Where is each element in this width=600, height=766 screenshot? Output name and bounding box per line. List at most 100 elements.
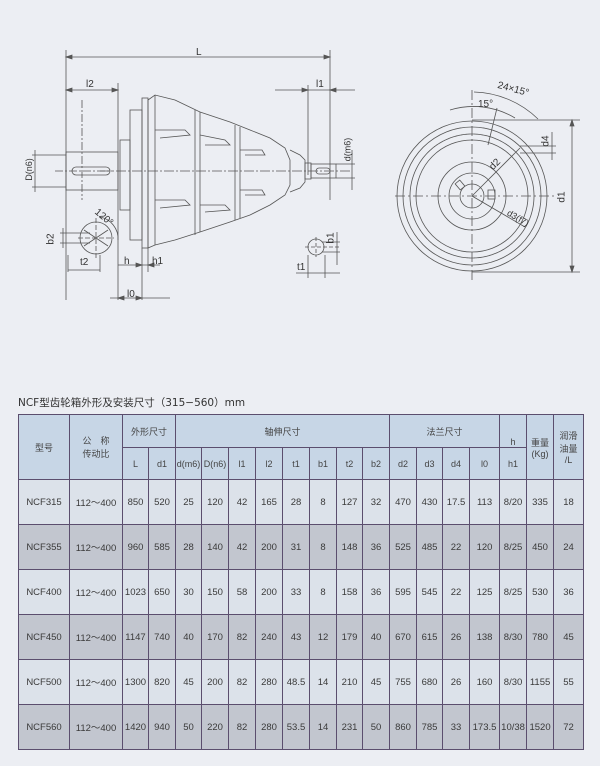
cell-l0: 125 [469,569,501,615]
cell-d1: 520 [147,479,177,525]
cell-l0: 120 [469,524,501,570]
cell-d3: 545 [416,569,444,615]
cell-d1: 940 [147,704,177,750]
cell-b1: 14 [309,659,338,705]
header-l0: l0 [469,447,501,480]
header-l2: l2 [255,447,284,480]
cell-d2: 670 [389,614,418,660]
cell-d2: 595 [389,569,418,615]
label-t1: t1 [297,262,306,273]
header-t2: t2 [336,447,364,480]
cell-l1: 58 [228,569,257,615]
cell-L: 1023 [122,569,149,615]
cell-oil: 36 [553,569,585,615]
cell-weight: 1155 [526,659,555,705]
header-model: 型号 [18,414,70,480]
cell-b2: 36 [362,569,391,615]
cell-t1: 28 [282,479,311,525]
cell-b2: 40 [362,614,391,660]
header-weight-line2: (Kg) [531,448,549,459]
header-flange-group: 法兰尺寸 [389,414,501,448]
cell-l0: 138 [469,614,501,660]
cell-d4: 33 [442,704,471,750]
label-d4: d4 [540,135,552,147]
cell-l1: 82 [228,614,257,660]
cell-h-h1: 8/25 [499,569,528,615]
cell-ratio: 112～400 [69,524,123,570]
cell-t2: 231 [336,704,364,750]
cell-model: NCF560 [18,704,70,750]
cell-d4: 22 [442,524,471,570]
label-l0: l0 [127,289,135,300]
cell-d4: 26 [442,614,471,660]
cell-D-n6: 140 [201,524,230,570]
cell-D-n6: 150 [201,569,230,615]
header-d3: d3 [416,447,444,480]
cell-t2: 127 [336,479,364,525]
header-ratio: 公 称 传动比 [69,414,123,480]
header-L: L [122,447,149,480]
cell-d3: 485 [416,524,444,570]
table-row: NCF315 112～400 850 520 25 120 42 165 28 … [18,479,585,525]
table-row: NCF500 112～400 1300 820 45 200 82 280 48… [18,659,585,705]
cell-d1: 740 [147,614,177,660]
cell-d3: 680 [416,659,444,705]
cell-d3: 430 [416,479,444,525]
header-outline-group: 外形尺寸 [121,414,177,448]
cell-l2: 280 [255,659,284,705]
cell-ratio: 112～400 [69,479,123,525]
gearbox-drawing-svg [32,50,580,301]
label-d1: d1 [556,191,568,203]
cell-b1: 14 [309,704,338,750]
spec-table: 型号 公 称 传动比 外形尺寸 轴伸尺寸 法兰尺寸 h 重量 (Kg) 润滑 油… [18,414,585,750]
cell-l1: 42 [228,479,257,525]
cell-h-h1: 8/30 [499,659,528,705]
cell-d4: 17.5 [442,479,471,525]
header-ratio-line1: 公 称 [82,436,110,446]
cell-l1: 42 [228,524,257,570]
header-d2: d2 [389,447,418,480]
cell-ratio: 112～400 [69,704,123,750]
cell-t1: 33 [282,569,311,615]
cell-b1: 8 [309,479,338,525]
header-ratio-line2: 传动比 [82,449,110,459]
label-l2: l2 [86,79,94,90]
engineering-drawing: L l2 l1 D(n6) d(m6) 120° b2 t2 h h1 l0 b… [0,0,600,380]
cell-d1: 820 [147,659,177,705]
cell-d-m6: 40 [175,614,203,660]
cell-D-n6: 170 [201,614,230,660]
cell-t2: 210 [336,659,364,705]
cell-D-n6: 200 [201,659,230,705]
cell-d2: 470 [389,479,418,525]
cell-t1: 53.5 [282,704,311,750]
cell-L: 960 [122,524,149,570]
cell-l2: 165 [255,479,284,525]
cell-b1: 8 [309,569,338,615]
table-title: NCF型齿轮箱外形及安装尺寸（315−560）mm [18,397,246,409]
header-row-groups: 型号 公 称 传动比 外形尺寸 轴伸尺寸 法兰尺寸 h 重量 (Kg) 润滑 油… [18,414,585,480]
cell-t1: 31 [282,524,311,570]
label-b2: b2 [45,233,57,245]
header-shaft-group: 轴伸尺寸 [175,414,391,448]
cell-d-m6: 50 [175,704,203,750]
header-weight-line1: 重量 [531,437,550,448]
cell-oil: 24 [553,524,585,570]
cell-D-n6: 120 [201,479,230,525]
cell-weight: 335 [526,479,555,525]
cell-oil: 45 [553,614,585,660]
cell-d-m6: 25 [175,479,203,525]
cell-b1: 8 [309,524,338,570]
cell-model: NCF500 [18,659,70,705]
header-b2: b2 [362,447,391,480]
header-t1: t1 [282,447,311,480]
cell-oil: 18 [553,479,585,525]
cell-ratio: 112～400 [69,569,123,615]
cell-d2: 860 [389,704,418,750]
cell-L: 1300 [122,659,149,705]
cell-weight: 450 [526,524,555,570]
cell-d4: 22 [442,569,471,615]
header-l1: l1 [228,447,257,480]
cell-d-m6: 30 [175,569,203,615]
label-h: h [124,256,130,267]
cell-b2: 32 [362,479,391,525]
